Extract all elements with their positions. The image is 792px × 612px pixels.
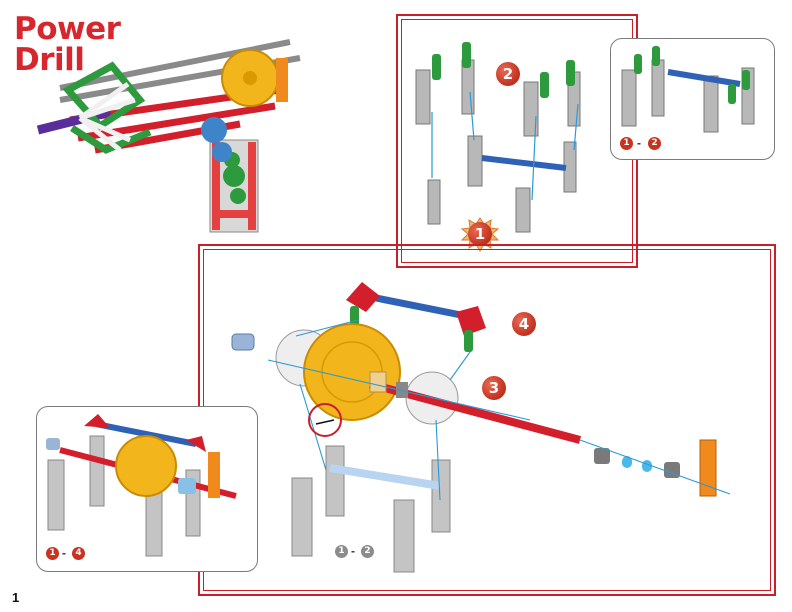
page-number: 1 xyxy=(12,590,19,605)
inset-1-4-separator: - xyxy=(62,546,66,560)
inset-1-4-to-badge: 4 xyxy=(72,547,85,560)
inset-1-4-from-badge: 1 xyxy=(46,547,59,560)
